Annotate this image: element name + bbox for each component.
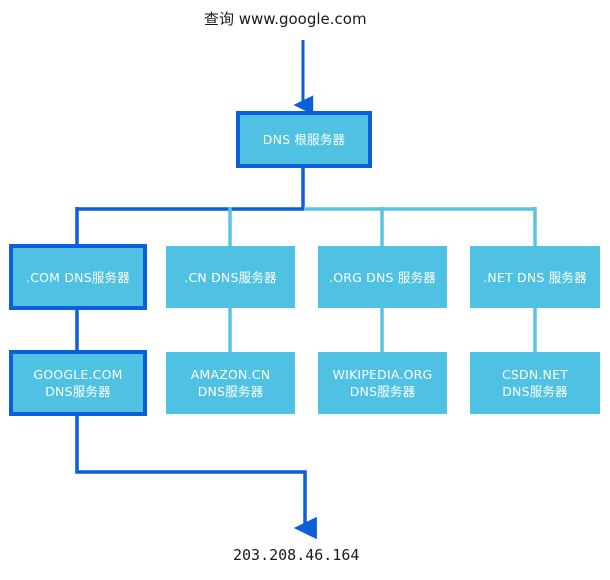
auth-wikipedia-line1: WIKIPEDIA.ORG [332, 367, 433, 382]
auth-csdn-line1: CSDN.NET [501, 367, 569, 382]
node-auth-csdn-net-label: CSDN.NET DNS服务器 [470, 352, 600, 414]
auth-wikipedia-line2: DNS服务器 [349, 384, 416, 399]
node-auth-google-com[interactable] [9, 350, 147, 416]
node-tld-cn-label: .CN DNS服务器 [184, 269, 277, 285]
node-auth-wikipedia-org[interactable] [318, 352, 447, 414]
node-auth-amazon-cn[interactable] [166, 352, 295, 414]
auth-amazon-line2: DNS服务器 [197, 384, 264, 399]
auth-amazon-line1: AMAZON.CN [190, 367, 271, 382]
node-root-dns-label: DNS 根服务器 [262, 132, 346, 147]
auth-google-line1: GOOGLE.COM [33, 367, 123, 382]
node-tld-cn[interactable] [166, 246, 295, 308]
node-auth-amazon-cn-label: AMAZON.CN DNS服务器 [166, 352, 295, 414]
node-tld-org-label: .ORG DNS 服务器 [329, 269, 436, 285]
result-ip-label: 203.208.46.164 [233, 546, 360, 564]
node-tld-com-label: .COM DNS服务器 [26, 269, 130, 285]
auth-csdn-line2: DNS服务器 [502, 384, 568, 399]
node-auth-google-com-label: GOOGLE.COM DNS服务器 [11, 352, 145, 414]
auth-google-line2: DNS服务器 [45, 384, 111, 399]
node-tld-net-label: .NET DNS 服务器 [483, 269, 587, 285]
answer-return-path [75, 414, 317, 540]
node-tld-org[interactable] [318, 246, 447, 308]
node-auth-csdn-net[interactable] [470, 352, 600, 414]
node-tld-net[interactable] [470, 246, 600, 308]
query-label: 查询 www.google.com [204, 10, 367, 28]
node-auth-wikipedia-org-label: WIKIPEDIA.ORG DNS服务器 [318, 352, 447, 414]
